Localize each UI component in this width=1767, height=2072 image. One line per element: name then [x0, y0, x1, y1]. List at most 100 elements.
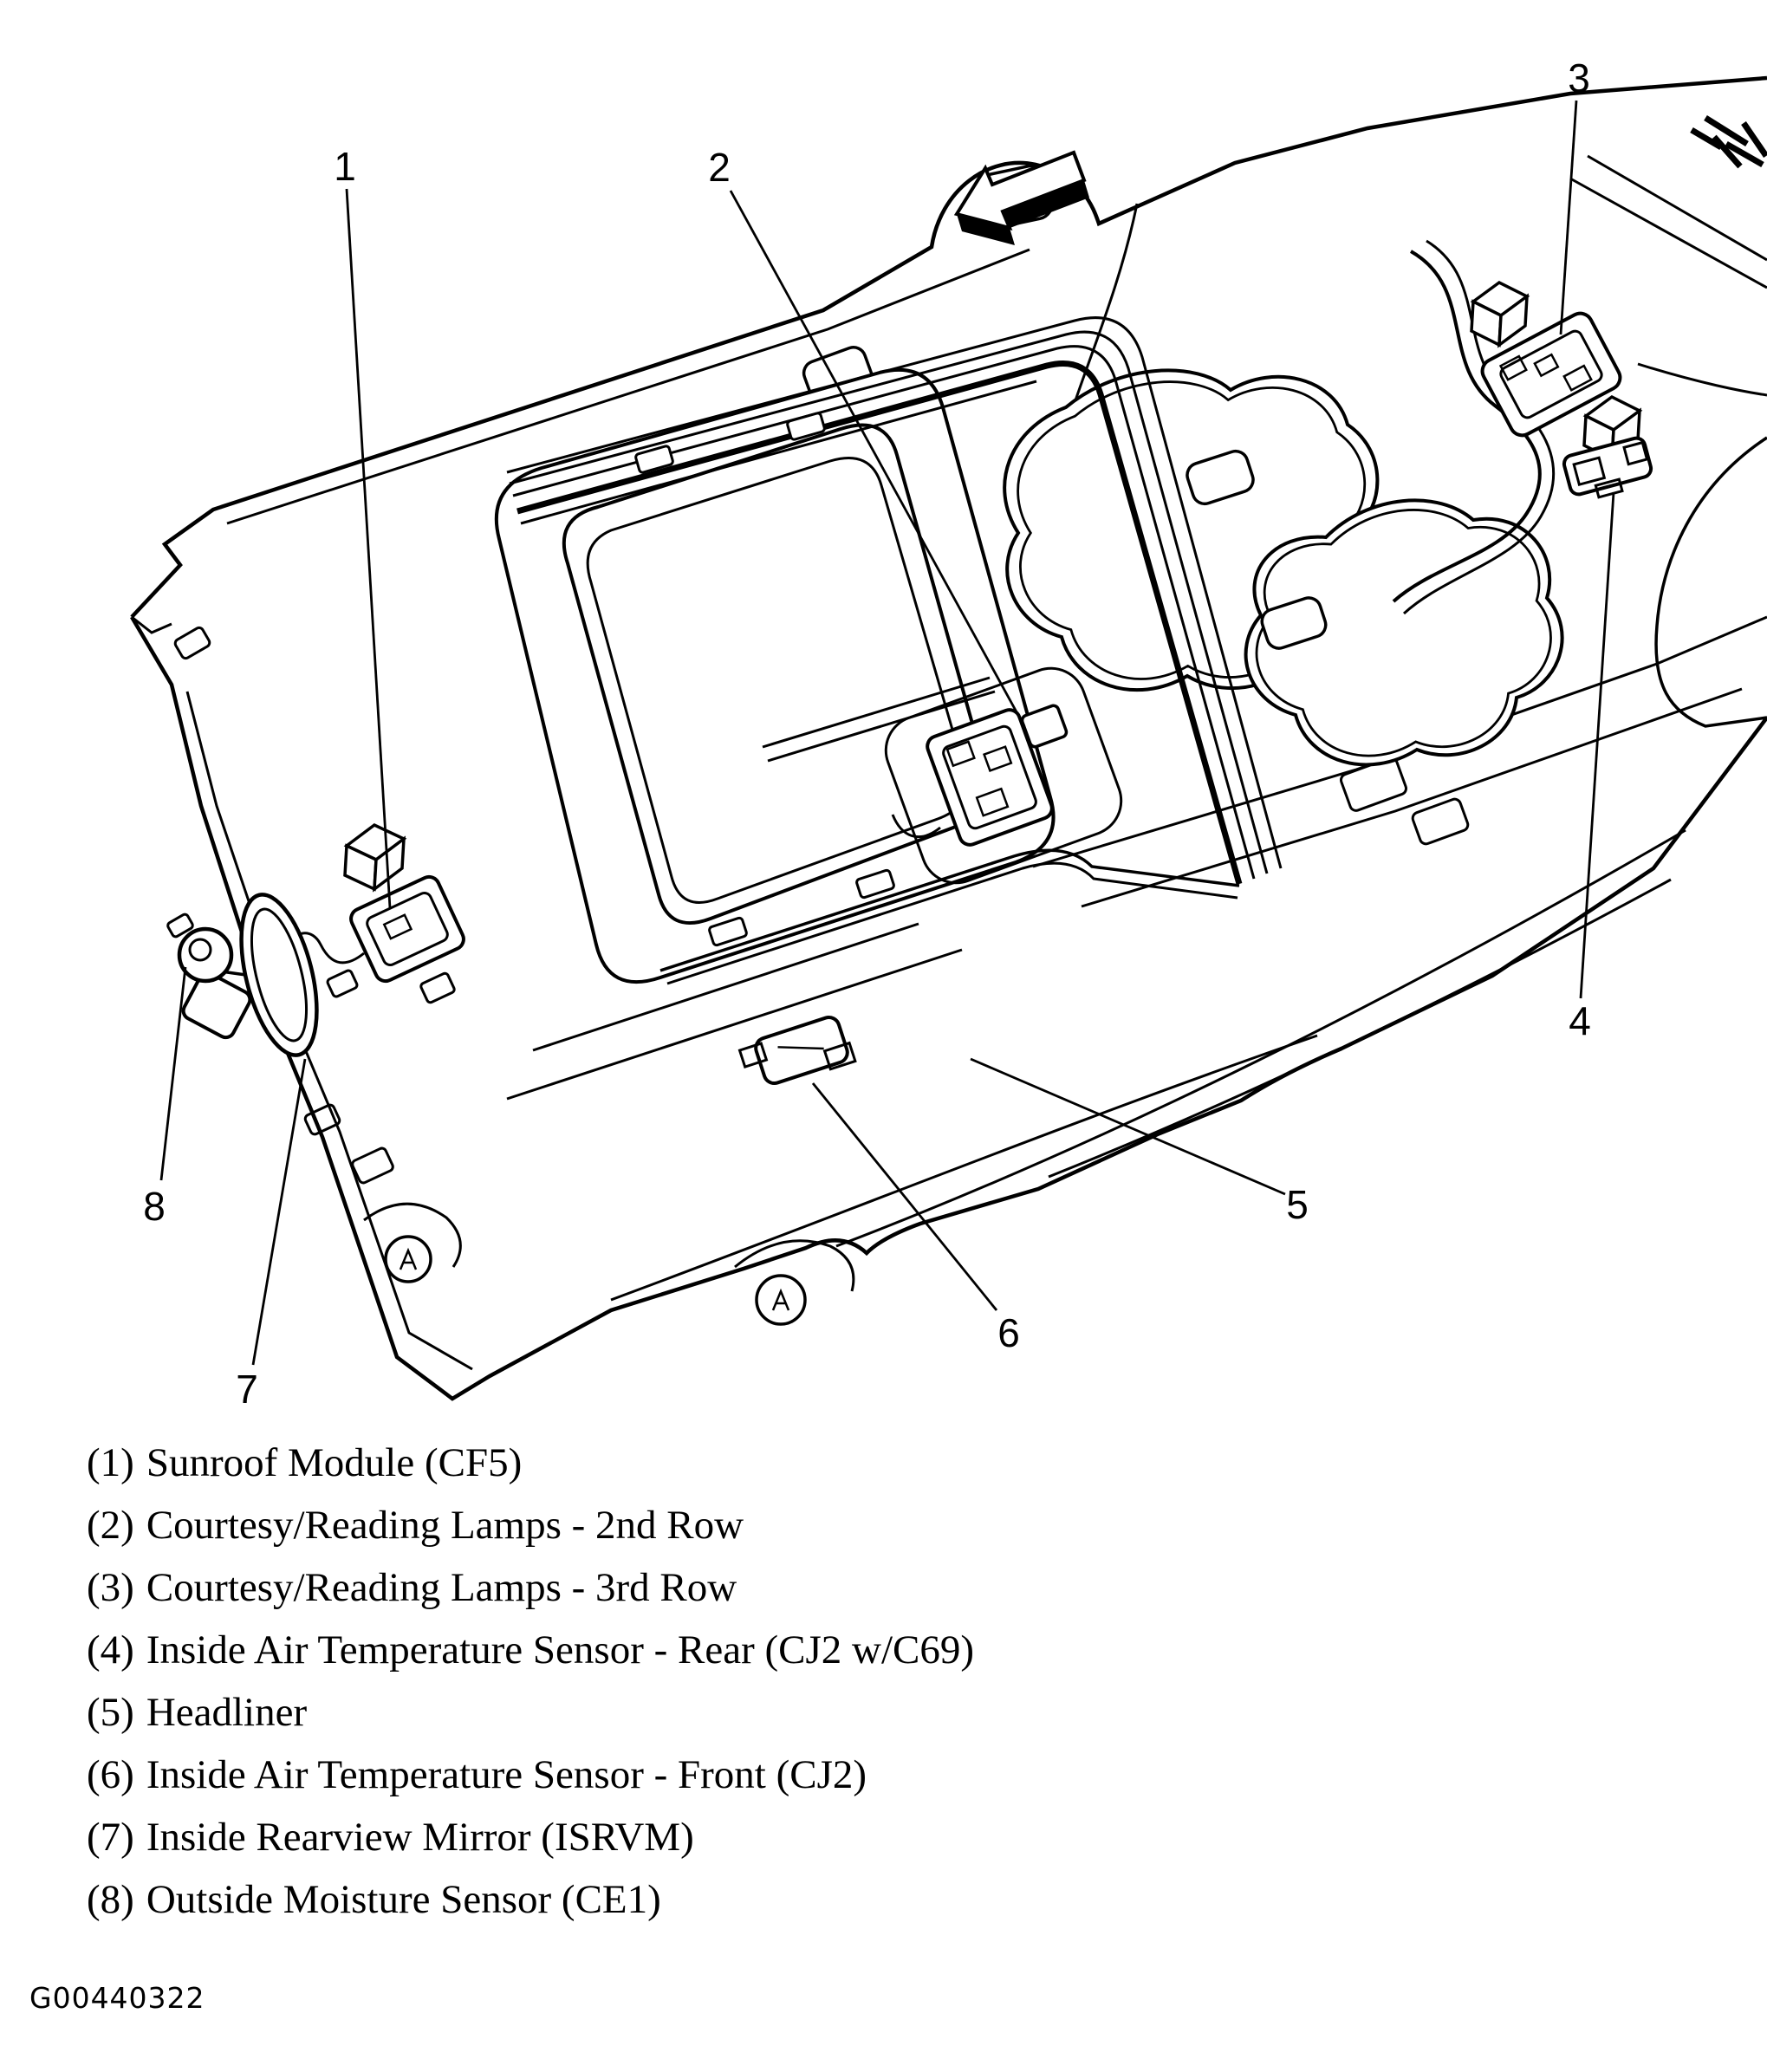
cutout-blob-right [1244, 498, 1564, 767]
sensor8-tab [166, 913, 194, 939]
front-panel-line [506, 948, 963, 1101]
track-clip [786, 412, 826, 441]
torn-edge-hatch [1690, 115, 1767, 169]
sensor4-foot [1594, 477, 1624, 499]
sensor8-bracket [181, 971, 252, 1040]
a-pillar-detail [131, 615, 172, 634]
module1-detail [382, 913, 413, 940]
sunroof-track-band [506, 316, 1283, 885]
legend-item-number: (1) [87, 1440, 134, 1485]
headliner-outline [130, 75, 1767, 1401]
leader-line-7 [251, 1058, 307, 1366]
legend-item-7: (7)Inside Rearview Mirror (ISRVM) [87, 1806, 1300, 1868]
legend-item-number: (3) [87, 1565, 134, 1610]
leader-line-8 [159, 966, 187, 1181]
legend-item-3: (3) Courtesy/Reading Lamps - 3rd Row [87, 1556, 1300, 1619]
legend-item-text: Courtesy/Reading Lamps - 3rd Row [146, 1565, 737, 1610]
legend-item-number: (2) [87, 1503, 134, 1548]
legend-item-number: (5) [87, 1690, 134, 1735]
handle-boss [755, 1274, 807, 1326]
lamp2-inner [942, 724, 1037, 830]
bleed-line [1637, 362, 1767, 397]
arrow-shadow [1003, 180, 1089, 229]
module1-body [349, 874, 465, 984]
legend-item-text: Inside Air Temperature Sensor - Rear (CJ… [146, 1627, 975, 1673]
legend-item-text: Sunroof Module (CF5) [146, 1440, 523, 1485]
diagram-svg: 1 2 3 4 5 6 7 8 [130, 55, 1767, 1412]
legend-item-8: (8)Outside Moisture Sensor (CE1) [87, 1868, 1300, 1931]
legend-item-text: Headliner [146, 1690, 308, 1735]
sensor4-detail [1572, 456, 1607, 487]
sensor6-detail [777, 1046, 824, 1050]
outline-top-edge [130, 75, 1767, 619]
sunshade-crossbar [762, 676, 996, 763]
lamp2-connector [1020, 704, 1069, 749]
component-rearview-mirror [216, 893, 319, 1057]
module1-inner [366, 892, 449, 966]
legend-item-text: Courtesy/Reading Lamps - 2nd Row [146, 1503, 744, 1548]
a-pillar-clip [173, 626, 211, 660]
track-clip [855, 868, 895, 900]
component-courtesy-lamp-2nd-row [884, 666, 1123, 885]
bleed-line [1587, 154, 1767, 262]
legend-item-4: (4)Inside Air Temperature Sensor - Rear … [87, 1619, 1300, 1681]
callout-numbers: 1 2 3 4 5 6 7 8 [143, 55, 1591, 1412]
callout-8-label: 8 [143, 1184, 166, 1229]
lamp3-detail [1533, 353, 1560, 378]
component-moisture-sensor [166, 913, 252, 1040]
module1-clip [419, 971, 456, 1004]
lamp2-detail [982, 745, 1013, 772]
component-sunroof-module [286, 822, 465, 1004]
rear-seam-line [1081, 687, 1743, 908]
sensor4-nub [1622, 440, 1649, 466]
track-clip [634, 445, 674, 474]
legend-item-number: (8) [87, 1877, 134, 1922]
lamp2-detail [975, 787, 1010, 817]
sunroof-rear-rail [659, 848, 1240, 985]
leader-lines [159, 100, 1615, 1366]
legend-item-text: Inside Air Temperature Sensor - Front (C… [146, 1752, 867, 1797]
module1-box-side [373, 835, 406, 893]
handle-notch [734, 1239, 855, 1292]
legend-list: (1) Sunroof Module (CF5) (2) Courtesy/Read… [87, 1432, 1300, 1931]
front-clip [351, 1146, 394, 1185]
leader-line-6 [811, 1082, 998, 1311]
sensor6-nub [737, 1042, 769, 1069]
rear-cutout-openings [802, 164, 1564, 767]
legend-item-number: (6) [87, 1752, 134, 1797]
lamp3-detail [1562, 364, 1593, 392]
legend-item-1: (1) Sunroof Module (CF5) [87, 1432, 1300, 1494]
lamp3-connector-cube-side [1497, 293, 1529, 348]
sensor8-lens-outer [177, 926, 234, 984]
lamp3-detail [1498, 354, 1528, 381]
handle-boss [384, 1235, 432, 1283]
roof-hole [1186, 449, 1255, 506]
mirror-head [239, 893, 319, 1057]
lamp2-recess [884, 666, 1123, 885]
callout-6-label: 6 [997, 1310, 1020, 1355]
c-pillar-curve [1654, 436, 1767, 728]
callout-5-label: 5 [1286, 1182, 1309, 1227]
left-rail-inner-line [226, 248, 1030, 525]
sensor6-body [754, 1015, 849, 1086]
harness-channel [1402, 239, 1556, 615]
front-clip [303, 1103, 341, 1136]
bleed-line [1569, 177, 1767, 289]
crease-line [835, 828, 1686, 1248]
crease-line [610, 1034, 1318, 1302]
sensor4-body [1562, 436, 1653, 497]
legend-item-text: Inside Rearview Mirror (ISRVM) [146, 1815, 694, 1860]
legend-item-2: (2) Courtesy/Reading Lamps - 2nd Row [87, 1494, 1300, 1556]
leader-line-4 [1579, 491, 1615, 999]
mirror-glass [250, 907, 309, 1042]
lamp2-detail [945, 740, 976, 768]
legend-item-5: (5) Headliner [87, 1681, 1300, 1744]
rear-clip [1411, 797, 1470, 846]
front-panel-line [532, 922, 919, 1052]
lamp2-wire [891, 814, 941, 839]
leader-line-3 [1559, 100, 1578, 335]
callout-1-label: 1 [334, 144, 356, 189]
handle-boss-mark [399, 1247, 418, 1270]
module1-clip [326, 969, 359, 998]
callout-4-label: 4 [1569, 998, 1591, 1043]
